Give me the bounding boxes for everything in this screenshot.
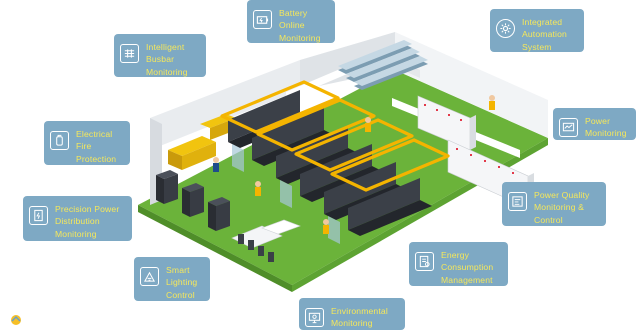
label-intelligent-busbar-monitoring: Intelligent Busbar Monitoring — [114, 34, 206, 77]
label-text: Power Quality Monitoring & Control — [534, 190, 590, 225]
label-text: Environmental Monitoring — [331, 306, 388, 329]
control-room-desk — [231, 219, 301, 262]
corner-logo-icon — [11, 315, 21, 325]
label-environmental-monitoring: Environmental Monitoring — [299, 298, 405, 330]
lighting-icon — [140, 267, 159, 286]
fire-protection-icon — [50, 131, 69, 150]
label-electrical-fire-protection: Electrical Fire Protection — [44, 121, 130, 165]
workers — [213, 95, 495, 234]
label-power-monitoring: Power Monitoring — [553, 108, 636, 140]
label-text: Electrical Fire Protection — [76, 129, 117, 164]
label-precision-power-distribution-monitoring: Precision Power Distribution Monitoring — [23, 196, 132, 241]
label-text: Energy Consumption Management — [441, 250, 494, 285]
battery-icon — [253, 10, 272, 29]
distribution-icon — [29, 206, 48, 225]
label-text: Integrated Automation System — [522, 17, 567, 52]
energy-report-icon — [415, 252, 434, 271]
power-chart-icon — [559, 118, 578, 137]
battery-room — [338, 40, 428, 90]
label-text: Battery Online Monitoring — [279, 8, 321, 43]
label-power-quality-monitoring-control: Power Quality Monitoring & Control — [502, 182, 606, 226]
server-racks — [220, 80, 450, 244]
label-text: Power Monitoring — [585, 116, 627, 139]
label-text: Intelligent Busbar Monitoring — [146, 42, 188, 77]
label-integrated-automation-system: Integrated Automation System — [490, 9, 584, 52]
environment-monitor-icon — [305, 308, 324, 327]
label-text: Smart Lighting Control — [166, 265, 198, 300]
busbar-icon — [120, 44, 139, 63]
label-smart-lighting-control: Smart Lighting Control — [134, 257, 210, 301]
distribution-cabinets — [156, 170, 230, 231]
power-quality-icon — [508, 192, 527, 211]
label-energy-consumption-management: Energy Consumption Management — [409, 242, 508, 286]
automation-gear-icon — [496, 19, 515, 38]
label-text: Precision Power Distribution Monitoring — [55, 204, 120, 239]
label-battery-online-monitoring: Battery Online Monitoring — [247, 0, 335, 43]
